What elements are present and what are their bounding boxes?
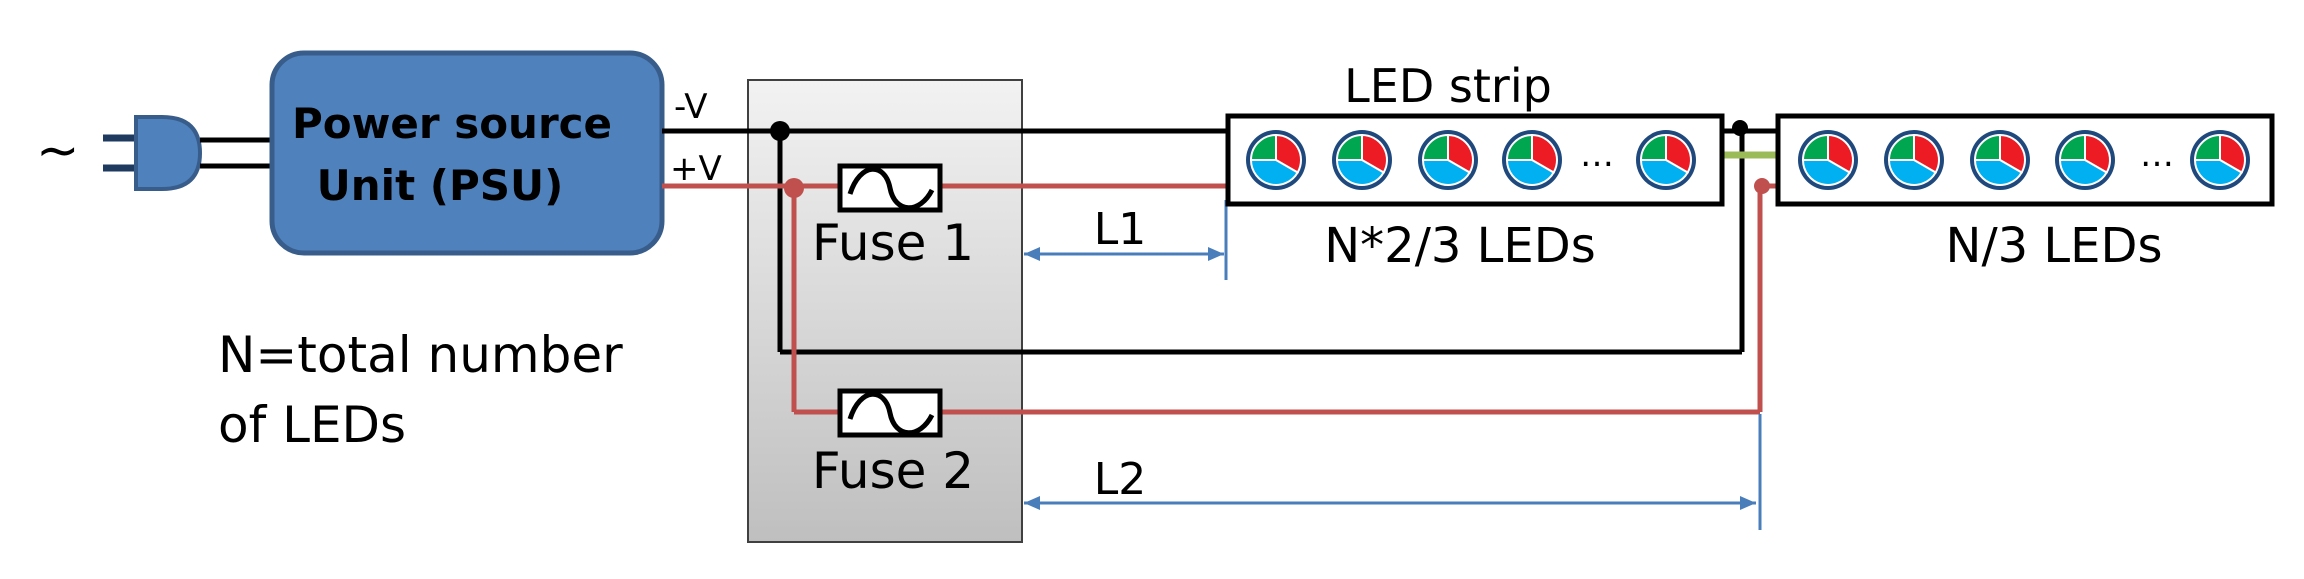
positive-wire: [662, 183, 1780, 415]
power-plug-icon: [103, 115, 272, 191]
rgb-led-icon: [1502, 130, 1562, 190]
rgb-led-icon: [1798, 130, 1858, 190]
strip-2-ellipsis: …: [2140, 135, 2174, 175]
ac-symbol: ~: [36, 121, 80, 181]
negative-terminal-label: -V: [674, 87, 708, 127]
rgb-led-icon: [1636, 130, 1696, 190]
negative-junction-dot: [770, 121, 790, 141]
dimension-l2: [1024, 414, 1762, 530]
fuse-2-icon: [837, 388, 943, 438]
strip-1-leds: [1246, 130, 1696, 190]
positive-junction-dot: [784, 178, 804, 198]
rgb-led-icon: [1332, 130, 1392, 190]
psu-label-line2: Unit (PSU): [317, 161, 564, 210]
strip-1-ellipsis: …: [1580, 135, 1614, 175]
rgb-led-icon: [1418, 130, 1478, 190]
psu-label-line1: Power source: [292, 99, 612, 148]
rgb-led-icon: [1246, 130, 1306, 190]
fuse-2-label: Fuse 2: [812, 442, 974, 500]
strip-2-led-count: N/3 LEDs: [1946, 218, 2163, 274]
strip-title: LED strip: [1344, 59, 1552, 113]
note-line-2: of LEDs: [218, 396, 406, 454]
l2-label: L2: [1094, 454, 1147, 505]
fuse-1-icon: [837, 163, 943, 213]
rgb-led-icon: [1884, 130, 1944, 190]
psu-box: [269, 50, 665, 256]
l1-label: L1: [1094, 204, 1147, 255]
rgb-led-icon: [1970, 130, 2030, 190]
strip-1-led-count: N*2/3 LEDs: [1324, 218, 1595, 274]
dimension-l1: [1024, 200, 1228, 280]
negative-wire: [662, 128, 1780, 355]
note-line-1: N=total number: [218, 326, 623, 384]
fuse-1-label: Fuse 1: [812, 214, 974, 272]
strip-negative-junction-dot: [1732, 120, 1748, 136]
rgb-led-icon: [2190, 130, 2250, 190]
strip-positive-junction-dot: [1754, 178, 1770, 194]
rgb-led-icon: [2055, 130, 2115, 190]
strip-2-leds: [1798, 130, 2250, 190]
positive-terminal-label: +V: [670, 149, 722, 189]
